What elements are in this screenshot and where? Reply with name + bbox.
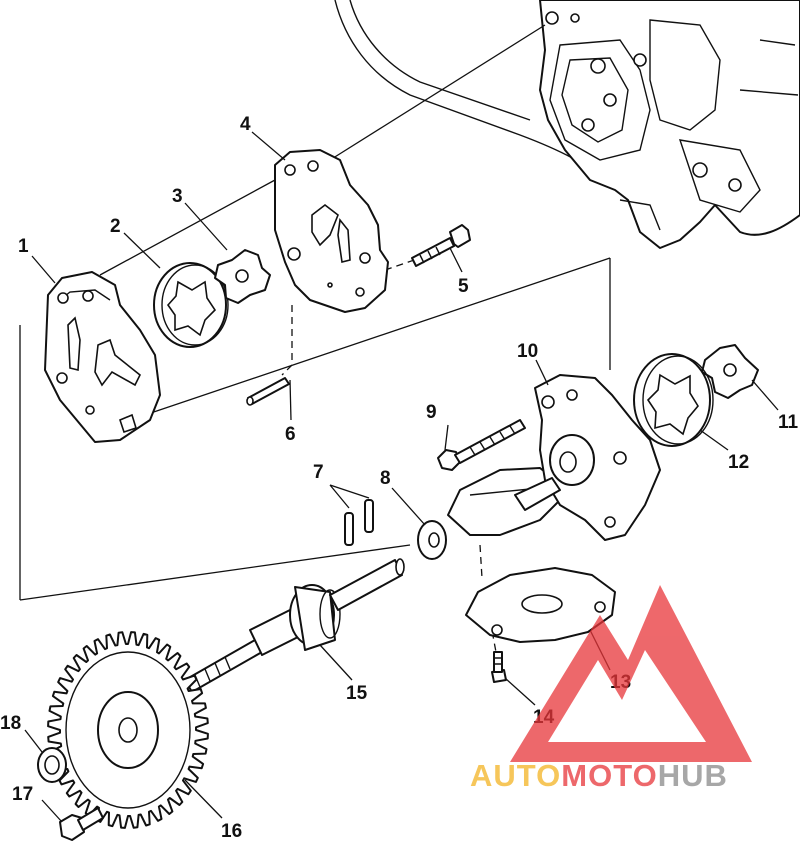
callout-11: 11 (778, 412, 799, 433)
drive-shaft (184, 558, 405, 693)
pump-body-plate (274, 149, 389, 313)
gasket-plate (465, 567, 616, 643)
cover-bolt (411, 224, 471, 267)
dowel-pin (246, 377, 290, 406)
crankcase-housing (334, 0, 800, 249)
callout-9: 9 (426, 402, 437, 423)
drive-pins (329, 484, 374, 546)
drive-gear (47, 631, 209, 829)
callout-leaders (24, 131, 779, 823)
inner-rotor-2 (701, 344, 759, 399)
callout-7: 7 (313, 462, 324, 483)
callout-12: 12 (728, 452, 749, 473)
callout-10: 10 (517, 341, 538, 362)
watermark-triangle-logo (510, 585, 752, 762)
alignment-lines (19, 24, 611, 653)
outer-rotor-2 (633, 353, 714, 447)
gear-bolt (59, 807, 104, 841)
washer (417, 520, 447, 560)
callout-4: 4 (240, 114, 251, 135)
callout-5: 5 (458, 276, 469, 297)
long-bolt (437, 419, 526, 471)
callout-3: 3 (172, 186, 183, 207)
callout-2: 2 (110, 216, 121, 237)
watermark-moto: MOTO (561, 758, 657, 793)
watermark: AUTOMOTOHUB (470, 585, 752, 793)
callout-18: 18 (0, 713, 21, 734)
callout-8: 8 (380, 468, 391, 489)
watermark-auto: AUTO (470, 758, 561, 793)
callout-16: 16 (221, 821, 242, 841)
callout-15: 15 (346, 683, 368, 704)
pump-housing (447, 374, 661, 541)
watermark-hub: HUB (658, 758, 728, 793)
watermark-text: AUTOMOTOHUB (470, 758, 728, 793)
outer-rotor (153, 262, 229, 348)
callout-1: 1 (18, 236, 29, 257)
small-washer (37, 747, 67, 783)
inner-rotor (214, 249, 271, 304)
pump-cover-plate (44, 271, 161, 443)
small-screw (491, 651, 507, 683)
callout-6: 6 (285, 424, 296, 445)
callout-17: 17 (12, 784, 33, 805)
